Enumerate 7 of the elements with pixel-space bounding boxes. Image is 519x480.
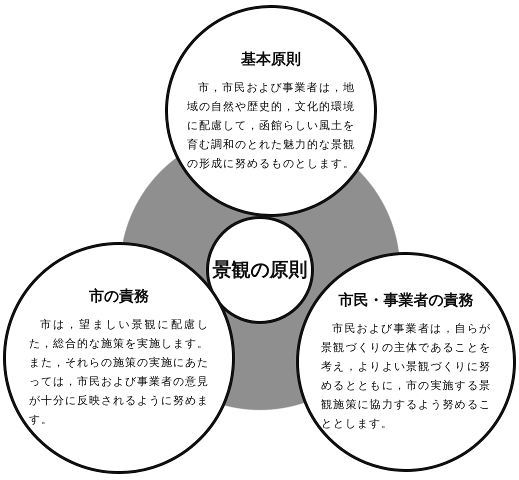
circle-description: 市，市民および事業者は，地域の自然や歴史的，文化的環境に配慮して，函館らしい風土を育む調和のとれた魅力的な景観の形成に努めるものとします。	[187, 80, 355, 172]
circle-heading: 市民・事業者の責務	[338, 291, 474, 310]
circle-description: 市民および事業者は，自らが景観づくりの主体であることを考え，よりよい景観づくりに努めるとともに，市の実施する景観施策に協力するよう努めることとします。	[321, 321, 491, 432]
circle-heading: 基本原則	[241, 50, 301, 68]
circle-description: 市は，望ましい景観に配慮した，総合的な施策を実施します。また，それらの施策の実施にあたっては，市民および事業者の意見が十分に反映されるように努めます。	[29, 317, 209, 428]
center-title: 景観の原則	[212, 258, 308, 283]
circle-heading: 市の責務	[89, 287, 149, 306]
